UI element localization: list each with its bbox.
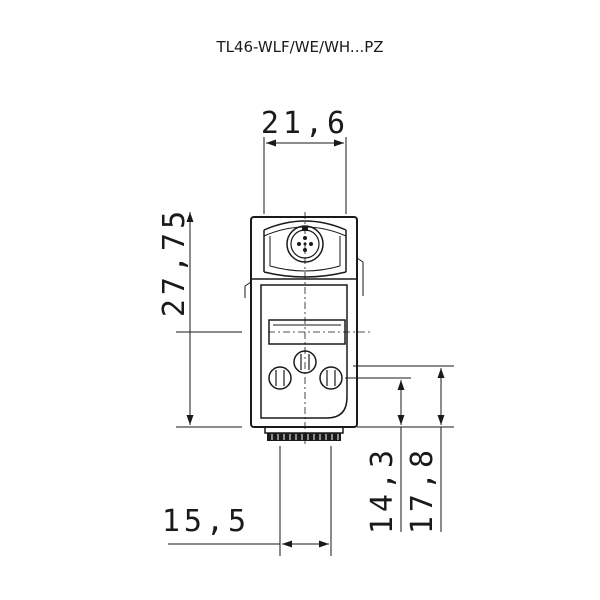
dim-height-left: 27,75 bbox=[157, 207, 242, 428]
dim-label-width-bottom: 15,5 bbox=[162, 504, 250, 539]
dim-height-right: 14,3 17,8 bbox=[345, 365, 454, 534]
dim-label-height-right-inner: 14,3 bbox=[365, 446, 400, 534]
dim-width-bottom: 15,5 bbox=[162, 446, 332, 556]
cable-gland bbox=[264, 426, 344, 441]
dim-label-height-right-outer: 17,8 bbox=[405, 446, 440, 534]
center-lines bbox=[268, 212, 372, 446]
adjustment-screws bbox=[268, 350, 343, 390]
dim-width-top: 21,6 bbox=[261, 106, 349, 214]
drawing-title: TL46-WLF/WE/WH...PZ bbox=[215, 38, 383, 56]
dim-label-height-left: 27,75 bbox=[157, 207, 192, 317]
dim-label-width-top: 21,6 bbox=[261, 106, 349, 141]
